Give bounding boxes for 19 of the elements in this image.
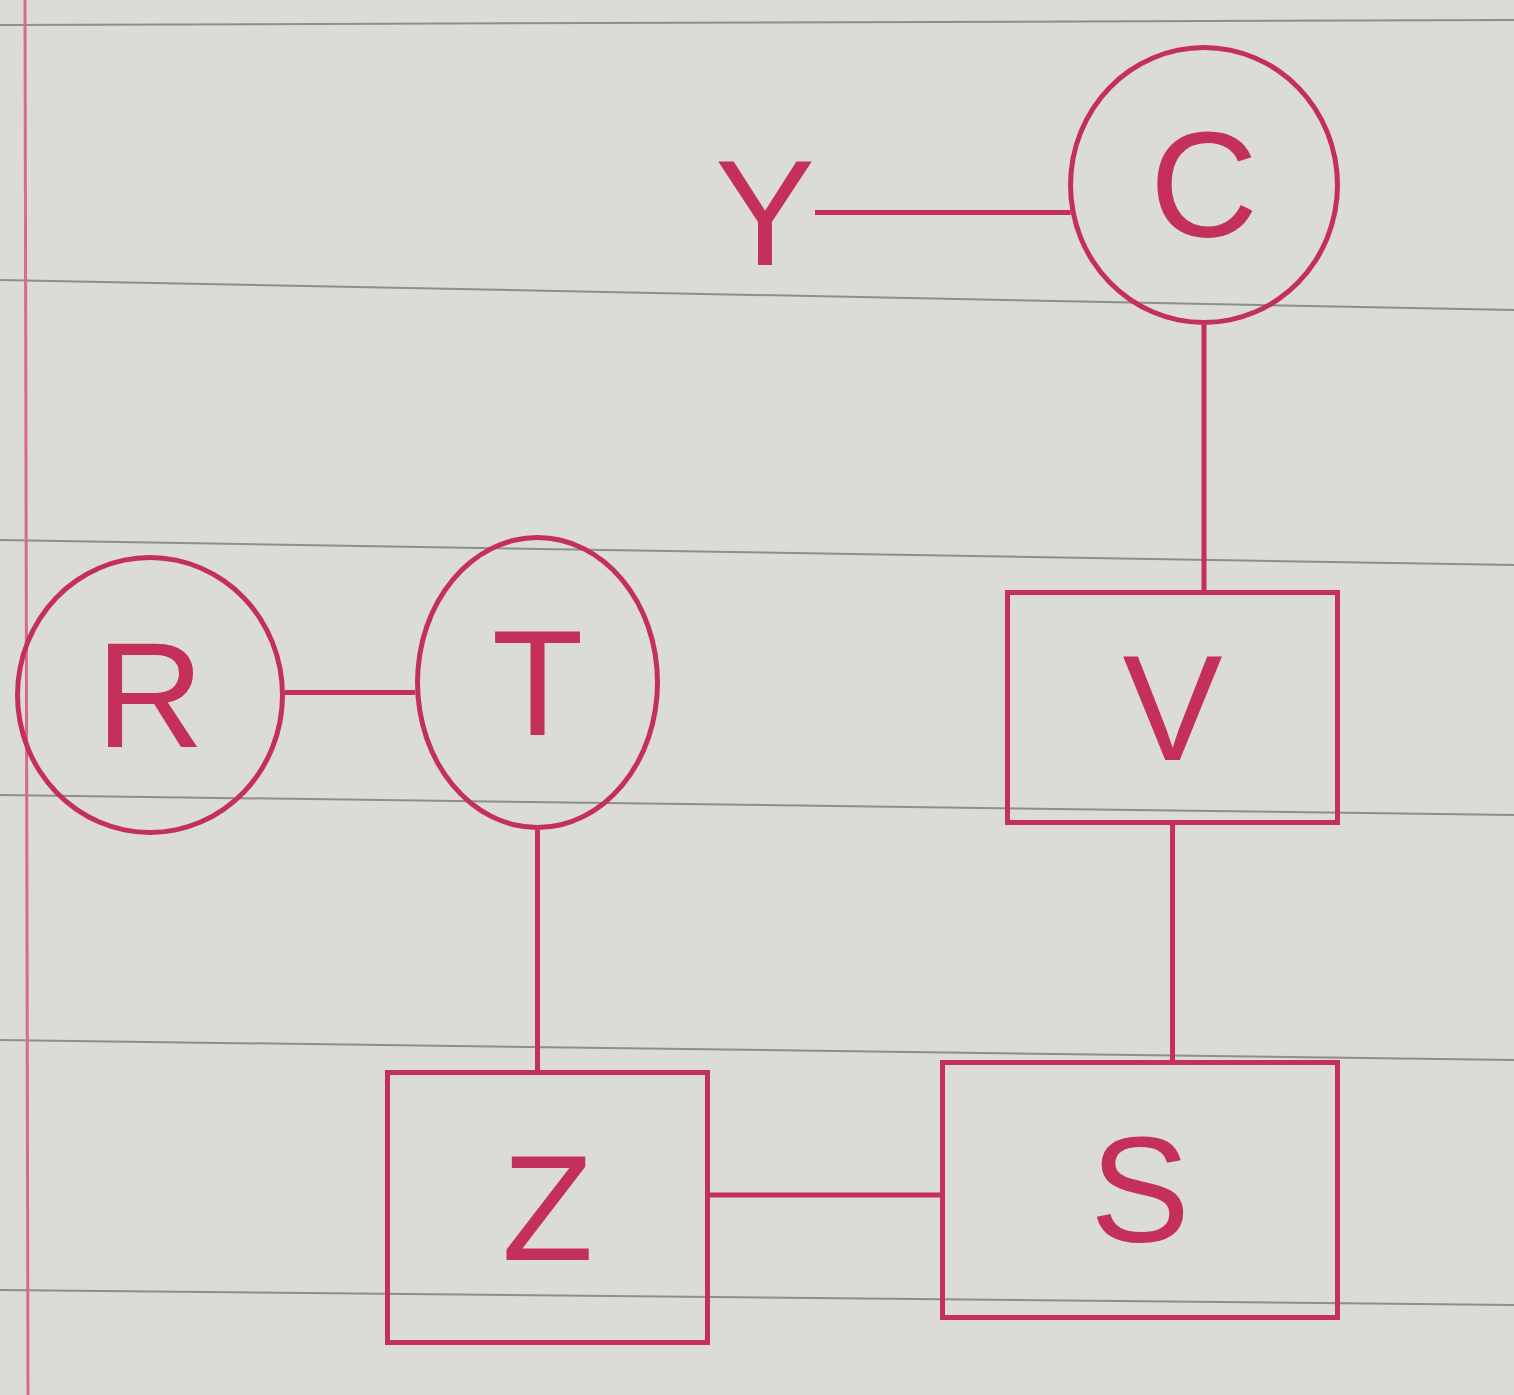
connector-line xyxy=(815,210,1071,215)
connector-line xyxy=(285,690,416,695)
circle-node xyxy=(415,535,660,830)
node-label: R xyxy=(95,620,205,770)
node-label: C xyxy=(1149,110,1259,260)
connector-line xyxy=(710,1192,940,1198)
node-label: V xyxy=(1122,632,1223,783)
node-label: S xyxy=(1089,1115,1191,1265)
connector-line xyxy=(1201,325,1207,590)
node-label: T xyxy=(491,607,584,758)
connector-line xyxy=(1170,825,1175,1060)
node-label: Y xyxy=(714,137,816,288)
node-label: Z xyxy=(501,1132,594,1283)
rectangle-node xyxy=(1005,590,1340,825)
circle-node xyxy=(1068,45,1340,325)
circle-node xyxy=(15,555,285,835)
rectangle-node xyxy=(385,1070,710,1345)
rectangle-node xyxy=(940,1060,1340,1320)
connector-line xyxy=(535,830,540,1070)
